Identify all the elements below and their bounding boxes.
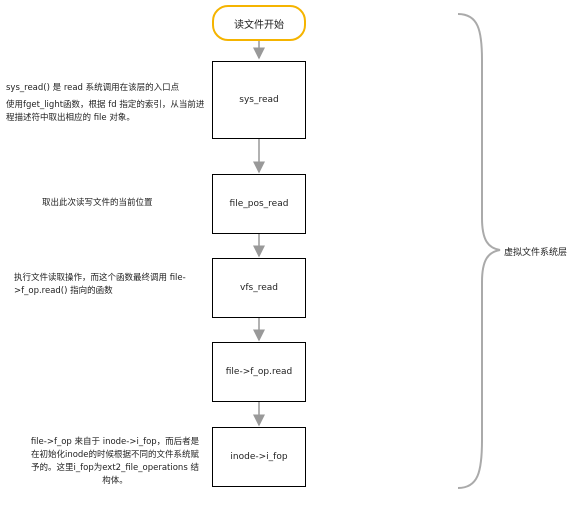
note-sys-read: sys_read() 是 read 系统调用在该层的入口点 使用fget_lig… <box>6 82 206 129</box>
node-label: inode->i_fop <box>230 452 288 462</box>
node-vfs-read: vfs_read <box>212 258 306 318</box>
start-node-label: 读文件开始 <box>234 19 284 31</box>
note-inode-fop: file->f_op 来自于 inode->i_fop，而后者是在初始化inod… <box>30 437 200 486</box>
node-label: sys_read <box>239 95 279 105</box>
layer-brace <box>457 13 501 489</box>
note-file-pos-read: 取出此次读写文件的当前位置 <box>42 198 153 208</box>
node-label: file_pos_read <box>229 199 289 209</box>
node-sys-read: sys_read <box>212 61 306 139</box>
note-sys-read-fget: 使用fget_light函数，根据 fd 指定的索引，从当前进程描述符中取出相应… <box>6 100 205 123</box>
node-f-op-read: file->f_op.read <box>212 342 306 402</box>
start-node: 读文件开始 <box>212 5 306 41</box>
layer-label: 虚拟文件系统层 <box>504 248 568 258</box>
note-vfs-read: 执行文件读取操作，而这个函数最终调用 file->f_op.read() 指向的… <box>14 273 186 296</box>
node-inode-i-fop: inode->i_fop <box>212 427 306 487</box>
node-label: file->f_op.read <box>225 367 293 377</box>
node-file-pos-read: file_pos_read <box>212 174 306 234</box>
note-sys-read-entry: sys_read() 是 read 系统调用在该层的入口点 <box>6 83 180 93</box>
node-label: vfs_read <box>240 283 278 293</box>
